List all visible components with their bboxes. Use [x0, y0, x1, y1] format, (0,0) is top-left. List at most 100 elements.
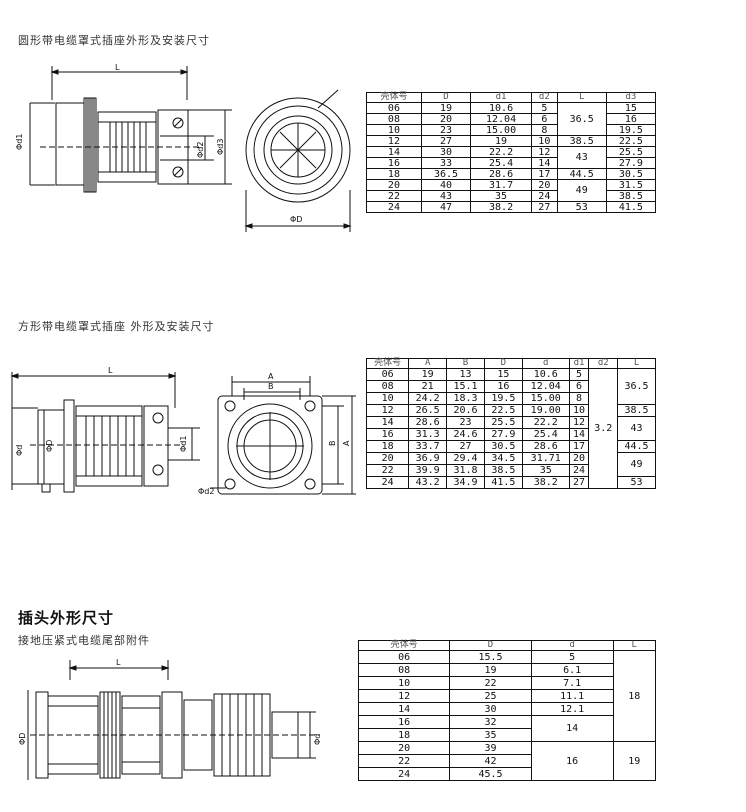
label-d2-1: Φd2	[196, 142, 205, 158]
table-cell: 10	[357, 676, 451, 690]
table-cell: 20	[568, 452, 590, 465]
table-cell: 24	[366, 201, 422, 213]
table-cell: 36.5	[556, 102, 607, 136]
table-cell: 23	[420, 124, 472, 136]
table-cell: 20	[420, 113, 472, 125]
section1-caption: 圆形带电缆罩式插座外形及安装尺寸	[18, 34, 210, 47]
table-cell: 15	[483, 368, 523, 381]
table-cell: 38.5	[556, 135, 607, 147]
table-cell: 36.5	[420, 168, 472, 180]
table-cell: 12	[531, 146, 558, 158]
label-L-2: L	[108, 366, 113, 375]
square-receptacle-side-drawing	[10, 372, 200, 493]
table-cell: 19	[420, 102, 472, 114]
table-cell: 15.5	[449, 650, 532, 664]
table-header-cell: d1	[568, 358, 590, 369]
table-cell: 24.6	[446, 428, 485, 441]
table-cell: 38.5	[483, 464, 523, 477]
table-cell: 33	[420, 157, 472, 169]
table-cell: 22.5	[483, 404, 523, 417]
table-cell: 43	[617, 416, 656, 441]
table-cell: 44.5	[556, 168, 607, 180]
table-cell: 35	[470, 190, 533, 202]
table-cell: 49	[556, 179, 607, 202]
table-cell: 19.5	[483, 392, 523, 405]
table-cell: 12.04	[521, 380, 570, 393]
table-cell: 11.1	[530, 689, 614, 703]
table-cell: 34.5	[483, 452, 523, 465]
table-header-cell: B	[446, 358, 485, 369]
table-cell: 16	[483, 380, 523, 393]
table-cell: 24	[568, 464, 590, 477]
table-cell: 38.2	[470, 201, 533, 213]
table-header-cell: D	[420, 92, 472, 103]
table-header-cell: d	[521, 358, 570, 369]
table-cell: 17	[568, 440, 590, 453]
table-cell: 12	[366, 135, 422, 147]
table-cell: 53	[617, 476, 656, 489]
table-cell: 30.5	[483, 440, 523, 453]
label-L-1: L	[115, 63, 120, 72]
label-B-side-2: B	[328, 441, 337, 447]
table-cell: 41.5	[483, 476, 523, 489]
table-cell: 19	[470, 135, 533, 147]
table-cell: 6	[531, 113, 558, 125]
table-header-cell: d3	[605, 92, 657, 103]
table-cell: 16	[365, 428, 410, 441]
table-cell: 22	[365, 464, 410, 477]
table-cell: 06	[365, 368, 410, 381]
table-header-cell: A	[408, 358, 448, 369]
table-cell: 10	[568, 404, 590, 417]
table-cell: 13	[446, 368, 485, 381]
table-cell: 22.2	[470, 146, 533, 158]
label-A-2: A	[268, 372, 274, 381]
table-cell: 14	[365, 416, 410, 429]
table-cell: 14	[531, 157, 558, 169]
table-cell: 6.1	[530, 663, 614, 677]
table-cell: 15.00	[521, 392, 570, 405]
table-cell: 43	[556, 146, 607, 169]
section3-caption: 接地压紧式电缆尾部附件	[18, 634, 150, 647]
table-cell: 24	[531, 190, 558, 202]
table-cell: 16	[366, 157, 422, 169]
table-header-cell: L	[556, 92, 607, 103]
table-cell: 27.9	[605, 157, 657, 169]
table-cell: 16	[605, 113, 657, 125]
table-cell: 47	[420, 201, 472, 213]
table-cell: 10.6	[521, 368, 570, 381]
table-cell: 36.9	[408, 452, 448, 465]
table-cell: 25	[449, 689, 532, 703]
table-cell: 10	[531, 135, 558, 147]
table-cell: 35	[521, 464, 570, 477]
table-cell: 06	[366, 102, 422, 114]
table-cell: 43	[420, 190, 472, 202]
table-cell: 22	[366, 190, 422, 202]
table-cell: 30.5	[605, 168, 657, 180]
table-cell: 19.5	[605, 124, 657, 136]
table-cell: 18	[357, 728, 451, 742]
table-cell: 14	[568, 428, 590, 441]
round-receptacle-side-drawing	[29, 66, 232, 193]
table-cell: 14	[366, 146, 422, 158]
table-cell: 24	[365, 476, 410, 489]
table-cell: 8	[568, 392, 590, 405]
label-B-2: B	[268, 382, 274, 391]
table-cell: 7.1	[530, 676, 614, 690]
table-cell: 10.6	[470, 102, 533, 114]
table-cell: 12.1	[530, 702, 614, 716]
table-cell: 20.6	[446, 404, 485, 417]
table-cell: 6	[568, 380, 590, 393]
table-cell: 25.4	[521, 428, 570, 441]
table-cell: 27	[420, 135, 472, 147]
table-header-cell: 壳体号	[357, 640, 451, 651]
